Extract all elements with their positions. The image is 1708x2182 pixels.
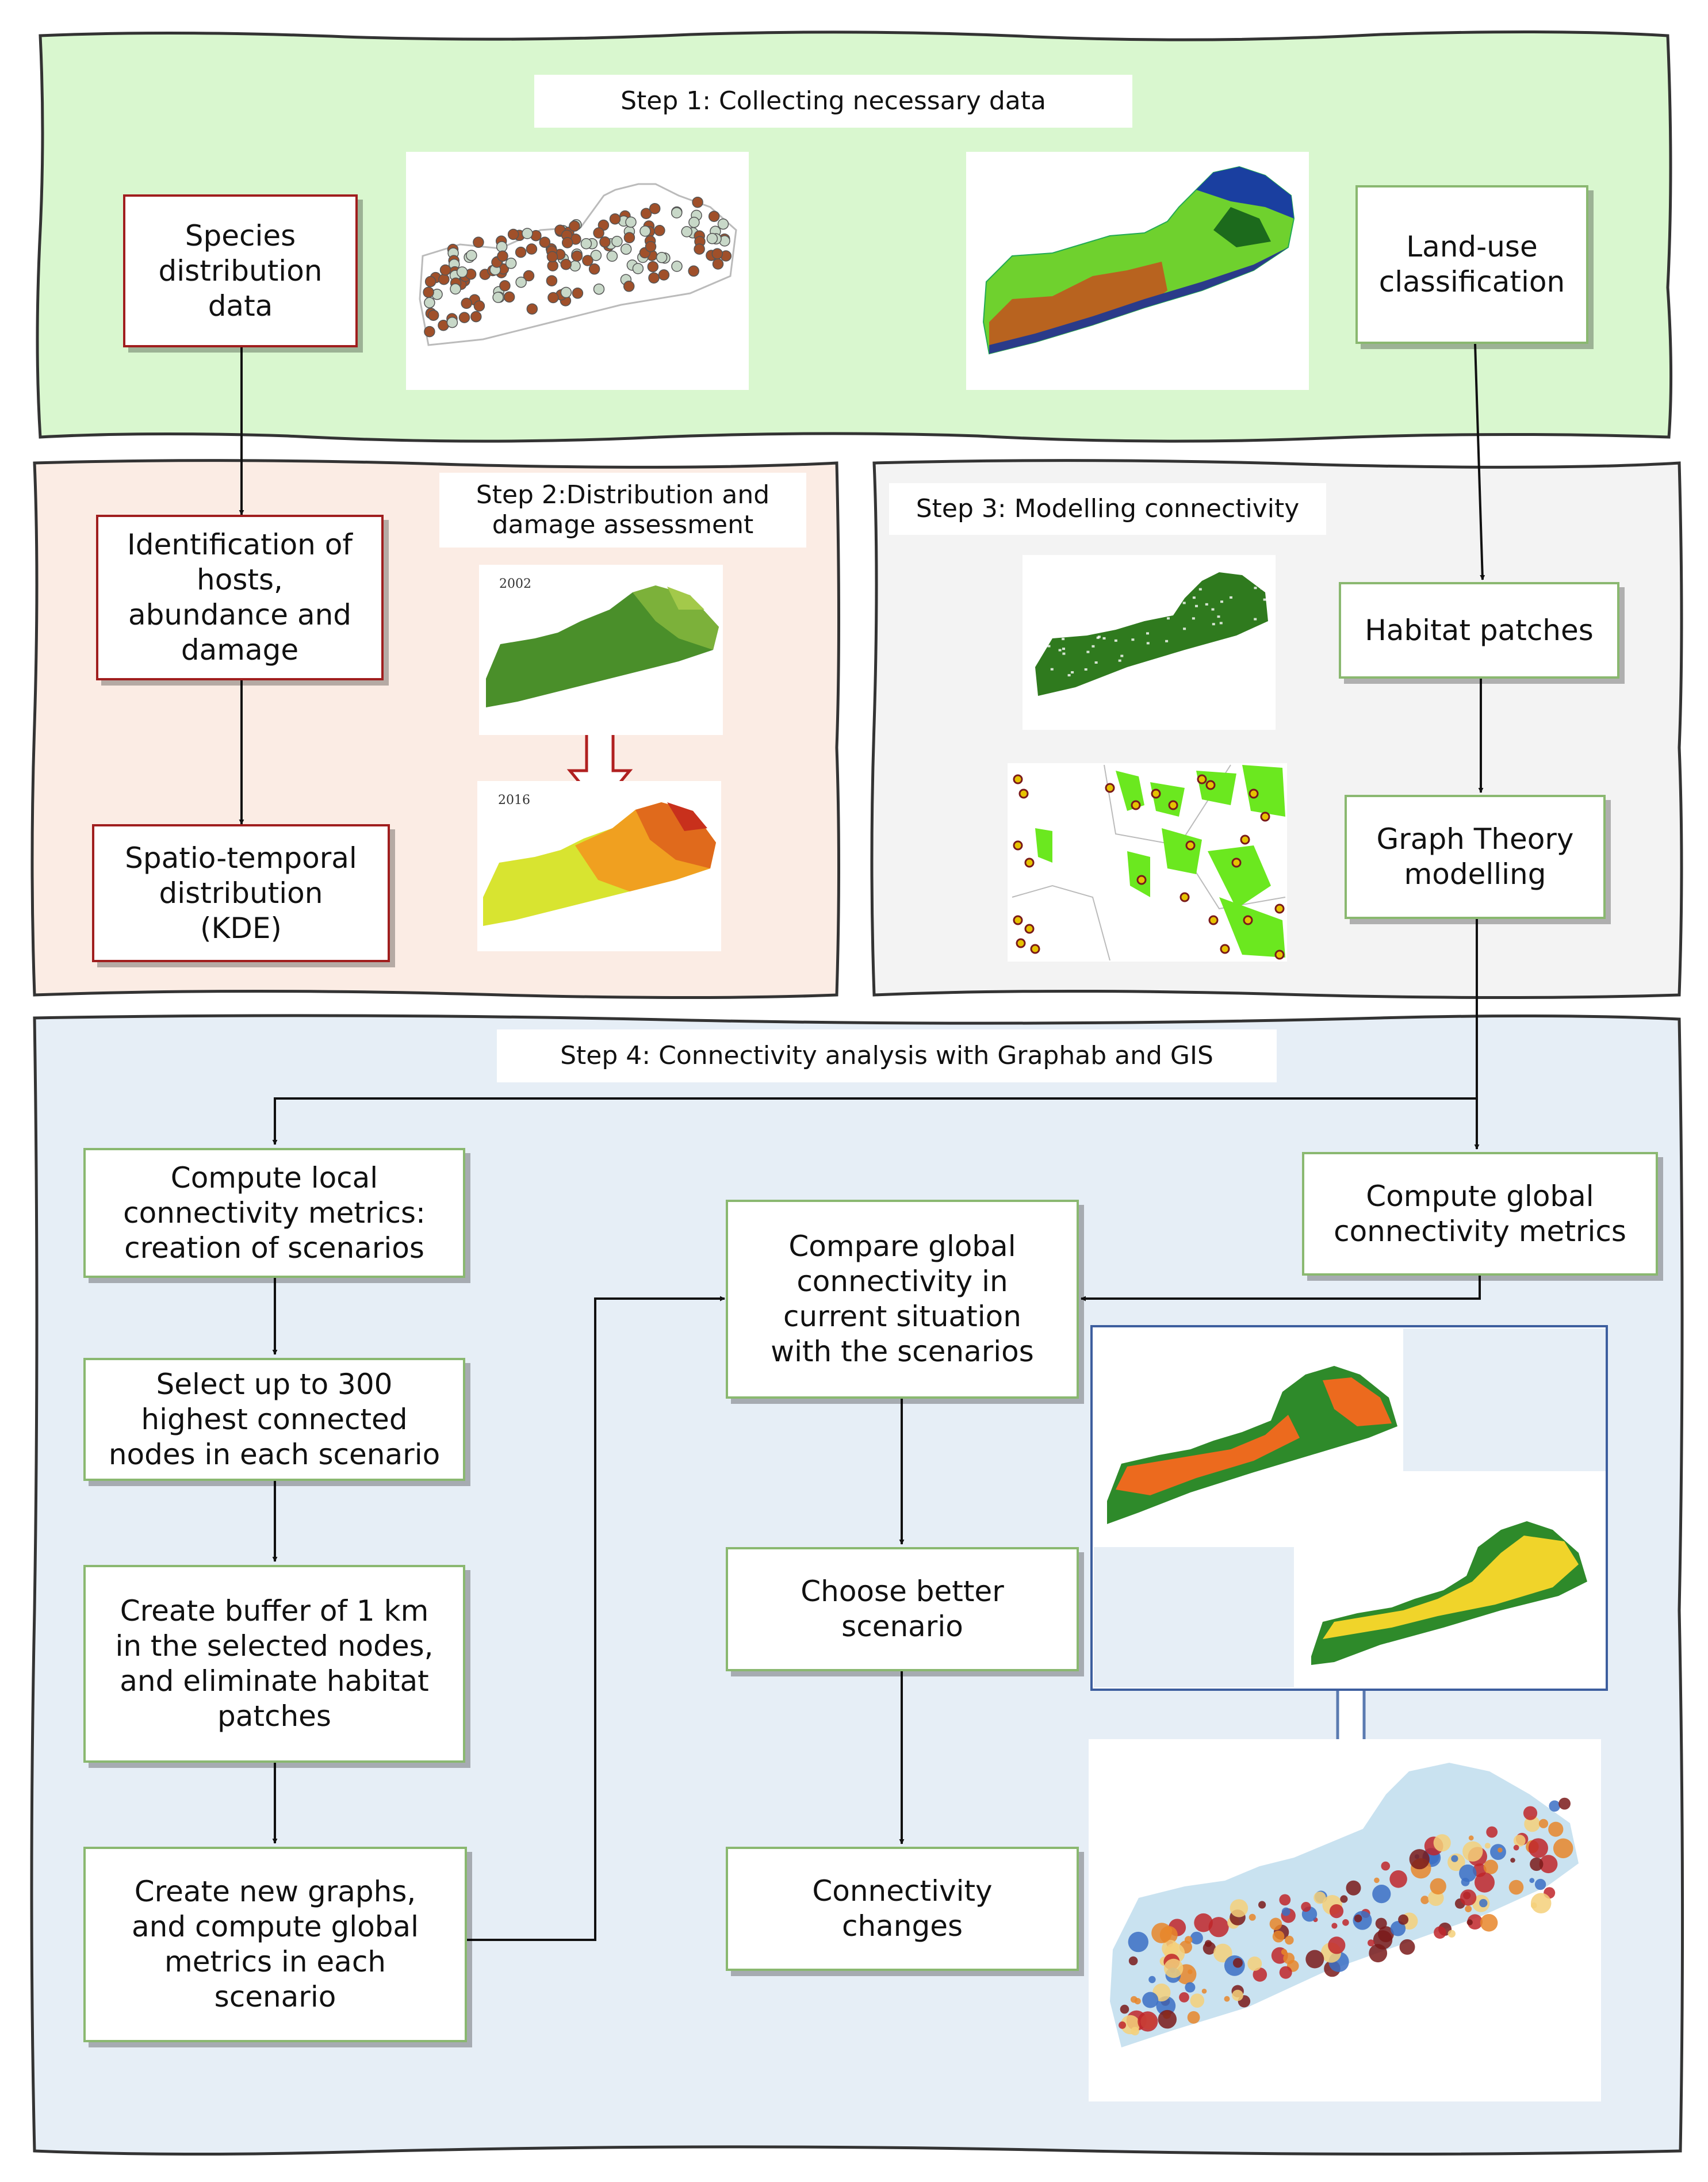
arrow-newgraphs-to-compare bbox=[467, 1296, 725, 1941]
kde-map-2002: 2002 bbox=[479, 565, 723, 735]
step4-title: Step 4: Connectivity analysis with Graph… bbox=[497, 1029, 1277, 1082]
graph-network-map bbox=[1008, 763, 1287, 962]
arrow-graph-to-local bbox=[272, 919, 1478, 1145]
connectivity-changes-box: Connectivity changes bbox=[726, 1847, 1079, 1971]
scenario-map-yellow bbox=[1311, 1521, 1587, 1665]
local-metrics-box: Compute local connectivity metrics: crea… bbox=[83, 1148, 465, 1278]
choose-scenario-box: Choose better scenario bbox=[726, 1547, 1079, 1671]
map-year-2002: 2002 bbox=[499, 577, 531, 591]
species-points-map bbox=[406, 152, 749, 390]
map-year-2016: 2016 bbox=[498, 793, 530, 807]
arrow-landuse-to-habitat bbox=[1474, 343, 1485, 580]
habitat-map bbox=[1022, 555, 1276, 730]
select-nodes-box: Select up to 300 highest connected nodes… bbox=[83, 1358, 465, 1481]
land-use-classification-box: Land-use classification bbox=[1355, 185, 1588, 344]
global-metrics-box: Compute global connectivity metrics bbox=[1302, 1152, 1658, 1276]
habitat-patches-box: Habitat patches bbox=[1339, 582, 1619, 679]
buffer-box: Create buffer of 1 km in the selected no… bbox=[83, 1565, 465, 1763]
compare-box: Compare global connectivity in current s… bbox=[726, 1200, 1079, 1399]
step3-title: Step 3: Modelling connectivity bbox=[889, 483, 1326, 535]
step2-title: Step 2:Distribution and damage assessmen… bbox=[439, 473, 806, 548]
connectivity-change-map bbox=[1089, 1739, 1601, 2101]
spatiotemporal-distribution-box: Spatio-temporal distribution (KDE) bbox=[92, 824, 390, 962]
arrow-global-to-compare bbox=[1081, 1276, 1481, 1301]
identification-box: Identification of hosts, abundance and d… bbox=[96, 515, 384, 680]
species-distribution-box: Species distribution data bbox=[123, 194, 358, 347]
kde-map-2016: 2016 bbox=[477, 781, 721, 951]
step1-title: Step 1: Collecting necessary data bbox=[534, 75, 1132, 128]
land-use-map bbox=[966, 152, 1309, 390]
new-graphs-box: Create new graphs, and compute global me… bbox=[83, 1847, 467, 2042]
scenario-map-orange bbox=[1107, 1366, 1397, 1524]
arrows bbox=[239, 343, 1485, 1941]
graph-theory-box: Graph Theory modelling bbox=[1345, 795, 1606, 919]
